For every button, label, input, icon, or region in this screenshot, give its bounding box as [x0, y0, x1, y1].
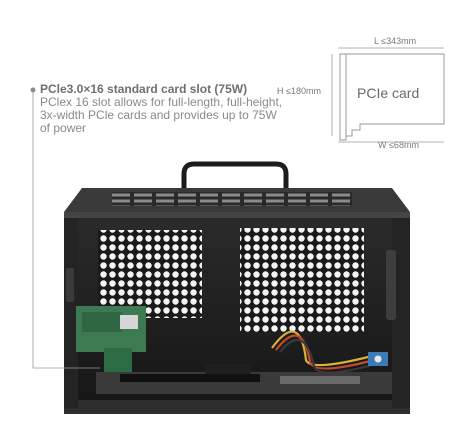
mesh-left [98, 230, 202, 318]
switch-knob [374, 355, 382, 363]
width-dimension-label: W ≤68mm [378, 140, 419, 150]
callout-title: PCle3.0×16 standard card slot (75W) [40, 82, 248, 96]
pcie-card-bracket [339, 53, 347, 141]
left-side-panel [64, 218, 78, 408]
cable-yellow [271, 330, 373, 367]
pin-header [205, 364, 251, 374]
pcb-connector [120, 315, 138, 329]
pcb-chip-area [82, 312, 122, 332]
pcie-card-outline [345, 53, 445, 137]
chassis-base [64, 400, 410, 414]
cable-black [279, 338, 377, 374]
chassis-top-edge [64, 212, 410, 218]
right-latch [386, 250, 396, 320]
top-vents [112, 192, 352, 206]
right-side-panel [392, 218, 410, 408]
mesh-right [240, 228, 364, 332]
handle [181, 161, 289, 194]
height-dimension-label: H ≤180mm [277, 86, 321, 96]
internal-rail [280, 376, 360, 384]
left-latch [66, 268, 74, 302]
pcie-slot [120, 374, 260, 382]
pcie-card-label: PCIe card [357, 85, 420, 101]
callout-description: PClex 16 slot allows for full-length, fu… [40, 95, 283, 135]
length-dimension-label: L ≤343mm [374, 36, 417, 46]
callout-leader-line [32, 90, 100, 369]
pcb-riser [104, 348, 132, 372]
cable-red [275, 334, 375, 370]
